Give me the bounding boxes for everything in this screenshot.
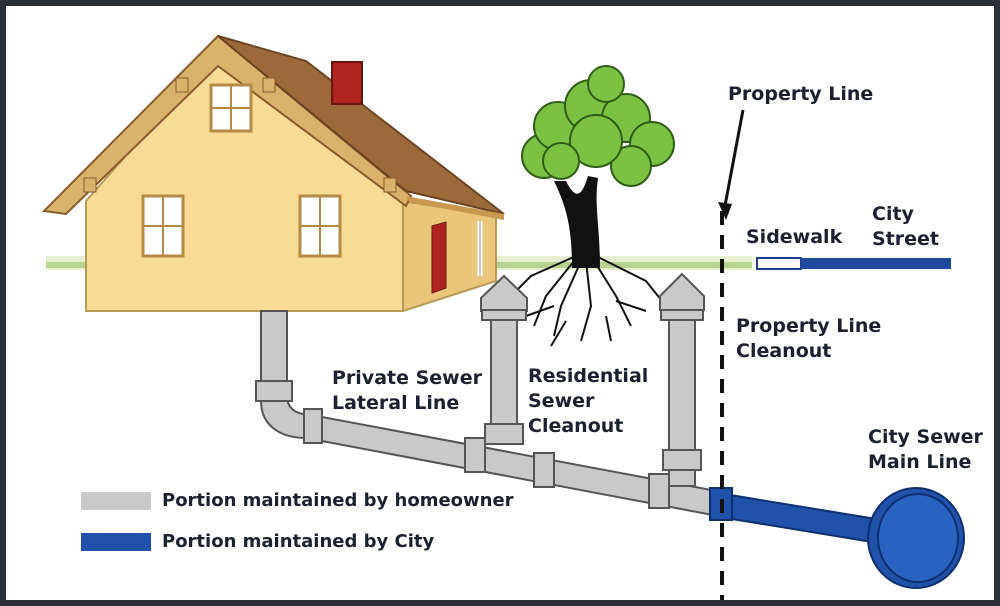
private-sewer-lateral-label: Private Sewer Lateral Line: [332, 366, 482, 416]
sewer-diagram-illustration: [41, 34, 965, 600]
homeowner-pipes: [255, 272, 724, 518]
residential-cleanout-line1: Residential: [528, 365, 649, 387]
sidewalk-street: [756, 257, 951, 270]
private-sewer-line1: Private Sewer: [332, 367, 482, 389]
sidewalk-label: Sidewalk: [746, 226, 843, 248]
house: [41, 34, 505, 313]
property-line-arrow: [718, 109, 745, 220]
tree: [510, 65, 675, 347]
residential-cleanout-label: Residential Sewer Cleanout: [528, 364, 648, 439]
property-line-cleanout-label: Property Line Cleanout: [736, 314, 881, 364]
legend-homeowner-swatch: [81, 492, 151, 510]
residential-cleanout-line3: Cleanout: [528, 415, 624, 437]
property-line-cleanout-line2: Cleanout: [736, 340, 832, 362]
legend-homeowner-text: Portion maintained by homeowner: [162, 490, 514, 511]
legend-city-text: Portion maintained by City: [162, 531, 435, 552]
city-street-label-line1: City: [872, 203, 914, 225]
city-sewer-main-label: City Sewer Main Line: [868, 425, 983, 475]
private-sewer-line2: Lateral Line: [332, 392, 460, 414]
city-main-line2: Main Line: [868, 451, 972, 473]
property-line-cleanout-line1: Property Line: [736, 315, 882, 337]
legend-city-swatch: [81, 533, 151, 551]
city-pipes: [709, 487, 965, 589]
city-street-label-line2: Street: [872, 228, 939, 250]
city-main-line1: City Sewer: [868, 426, 983, 448]
residential-cleanout-line2: Sewer: [528, 390, 595, 412]
property-line-label: Property Line: [728, 83, 874, 105]
city-street-label: City Street: [872, 202, 939, 252]
